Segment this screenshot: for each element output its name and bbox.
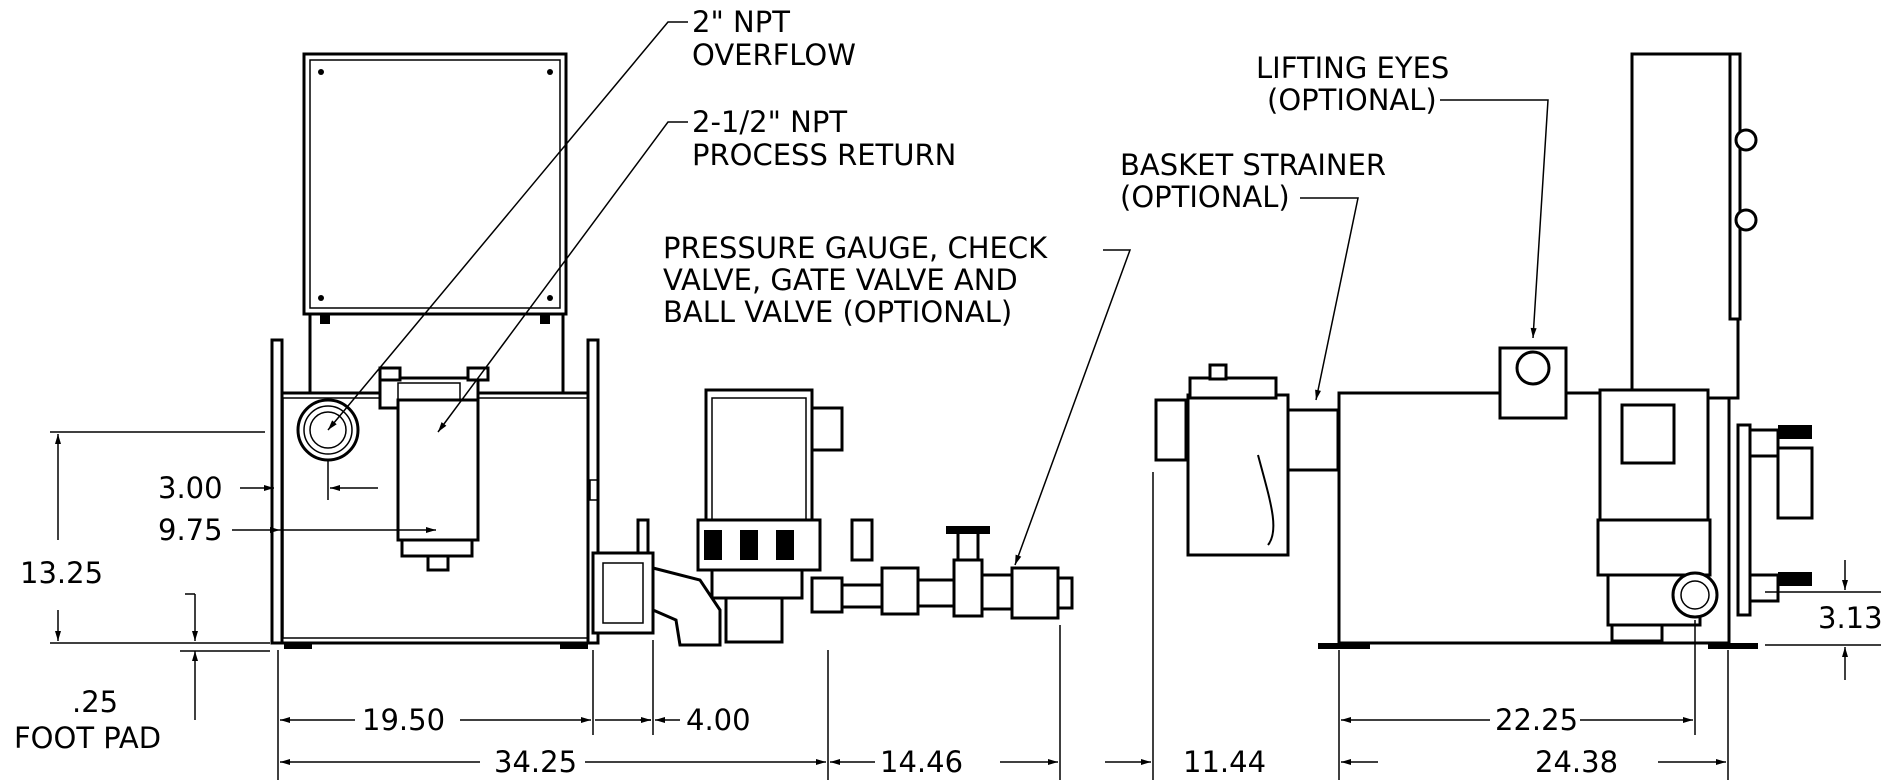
control-enclosure — [302, 52, 568, 398]
dim-22-25: 22.25 — [1495, 703, 1578, 737]
dim-11-44: 11.44 — [1183, 745, 1266, 779]
dim-14-46: 14.46 — [880, 745, 963, 779]
lifting-eye — [1498, 346, 1568, 420]
return-label-line1: 2-1/2" NPT — [692, 105, 847, 139]
overflow-label-line1: 2" NPT — [692, 5, 790, 39]
foot-pad-label: FOOT PAD — [14, 721, 161, 755]
lifting-label-line1: LIFTING EYES — [1256, 51, 1449, 85]
return-label-line2: PROCESS RETURN — [692, 138, 956, 172]
basket-strainer — [1154, 363, 1340, 557]
gauge-label-line2: VALVE, GATE VALVE AND — [663, 263, 1018, 297]
side-enclosure — [1630, 52, 1758, 400]
strainer-label-line2: (OPTIONAL) — [1120, 180, 1290, 214]
dim-0-25: .25 — [72, 685, 118, 719]
dim-34-25: 34.25 — [494, 745, 577, 779]
discharge-valve-train — [810, 518, 1074, 620]
pump-motor — [696, 388, 844, 644]
leader-lines — [327, 21, 1549, 566]
strainer-label-line1: BASKET STRAINER — [1120, 148, 1386, 182]
dim-3-00: 3.00 — [158, 471, 223, 505]
dim-4-00: 4.00 — [686, 703, 751, 737]
dim-19-50: 19.50 — [362, 703, 445, 737]
dim-3-13: 3.13 — [1818, 601, 1881, 635]
dim-13-25: 13.25 — [20, 556, 103, 590]
dimension-labels: 3.00 9.75 13.25 .25 FOOT PAD 19.50 4.00 … — [14, 471, 1881, 779]
dimension-lines — [50, 431, 1881, 780]
gauge-label-line3: BALL VALVE (OPTIONAL) — [663, 295, 1012, 329]
front-view — [270, 52, 1074, 649]
side-pump — [1596, 388, 1719, 643]
side-valves — [1736, 423, 1814, 617]
suction-piping — [591, 518, 722, 647]
callout-labels: 2" NPT OVERFLOW 2-1/2" NPT PROCESS RETUR… — [663, 5, 1449, 329]
lifting-label-line2: (OPTIONAL) — [1267, 83, 1437, 117]
overflow-label-line2: OVERFLOW — [692, 38, 856, 72]
gauge-label-line1: PRESSURE GAUGE, CHECK — [663, 231, 1048, 265]
dim-9-75: 9.75 — [158, 513, 223, 547]
side-view — [1154, 52, 1814, 649]
dim-24-38: 24.38 — [1535, 745, 1618, 779]
